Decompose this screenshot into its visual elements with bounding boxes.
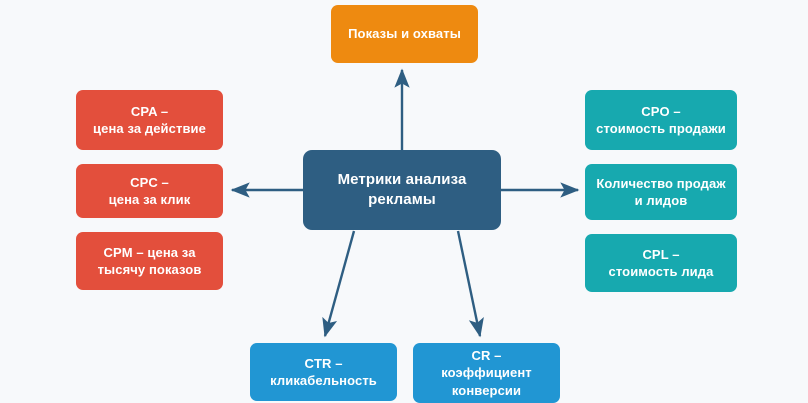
node-cpc-label: CPC – цена за клик bbox=[108, 174, 191, 207]
node-cr[interactable]: CR – коэффициент конверсии bbox=[413, 343, 560, 403]
node-cpo[interactable]: CPO – стоимость продажи bbox=[585, 90, 737, 150]
node-cpo-label: CPO – стоимость продажи bbox=[596, 103, 726, 136]
node-cr-label: CR – коэффициент конверсии bbox=[441, 348, 532, 398]
arrow-down-right bbox=[456, 230, 484, 338]
node-sales-and-leads-label: Количество продаж и лидов bbox=[596, 175, 726, 208]
node-cpm[interactable]: CPM – цена за тысячу показов bbox=[76, 232, 223, 290]
node-cpc[interactable]: CPC – цена за клик bbox=[76, 164, 223, 218]
node-cpa-label: CPA – цена за действие bbox=[93, 103, 206, 136]
node-center-metrics[interactable]: Метрики анализа рекламы bbox=[303, 150, 501, 230]
node-cpm-label: CPM – цена за тысячу показов bbox=[97, 244, 202, 277]
node-center-label: Метрики анализа рекламы bbox=[337, 170, 467, 208]
node-ctr[interactable]: CTR – кликабельность bbox=[250, 343, 397, 401]
node-impressions-label: Показы и охваты bbox=[348, 26, 461, 42]
node-cpa[interactable]: CPA – цена за действие bbox=[76, 90, 223, 150]
node-sales-and-leads[interactable]: Количество продаж и лидов bbox=[585, 164, 737, 220]
node-ctr-label: CTR – кликабельность bbox=[270, 355, 377, 388]
node-impressions[interactable]: Показы и охваты bbox=[331, 5, 478, 63]
node-cpl-label: CPL – стоимость лида bbox=[608, 246, 714, 279]
node-cpl[interactable]: CPL – стоимость лида bbox=[585, 234, 737, 292]
arrow-down-left bbox=[322, 230, 356, 338]
